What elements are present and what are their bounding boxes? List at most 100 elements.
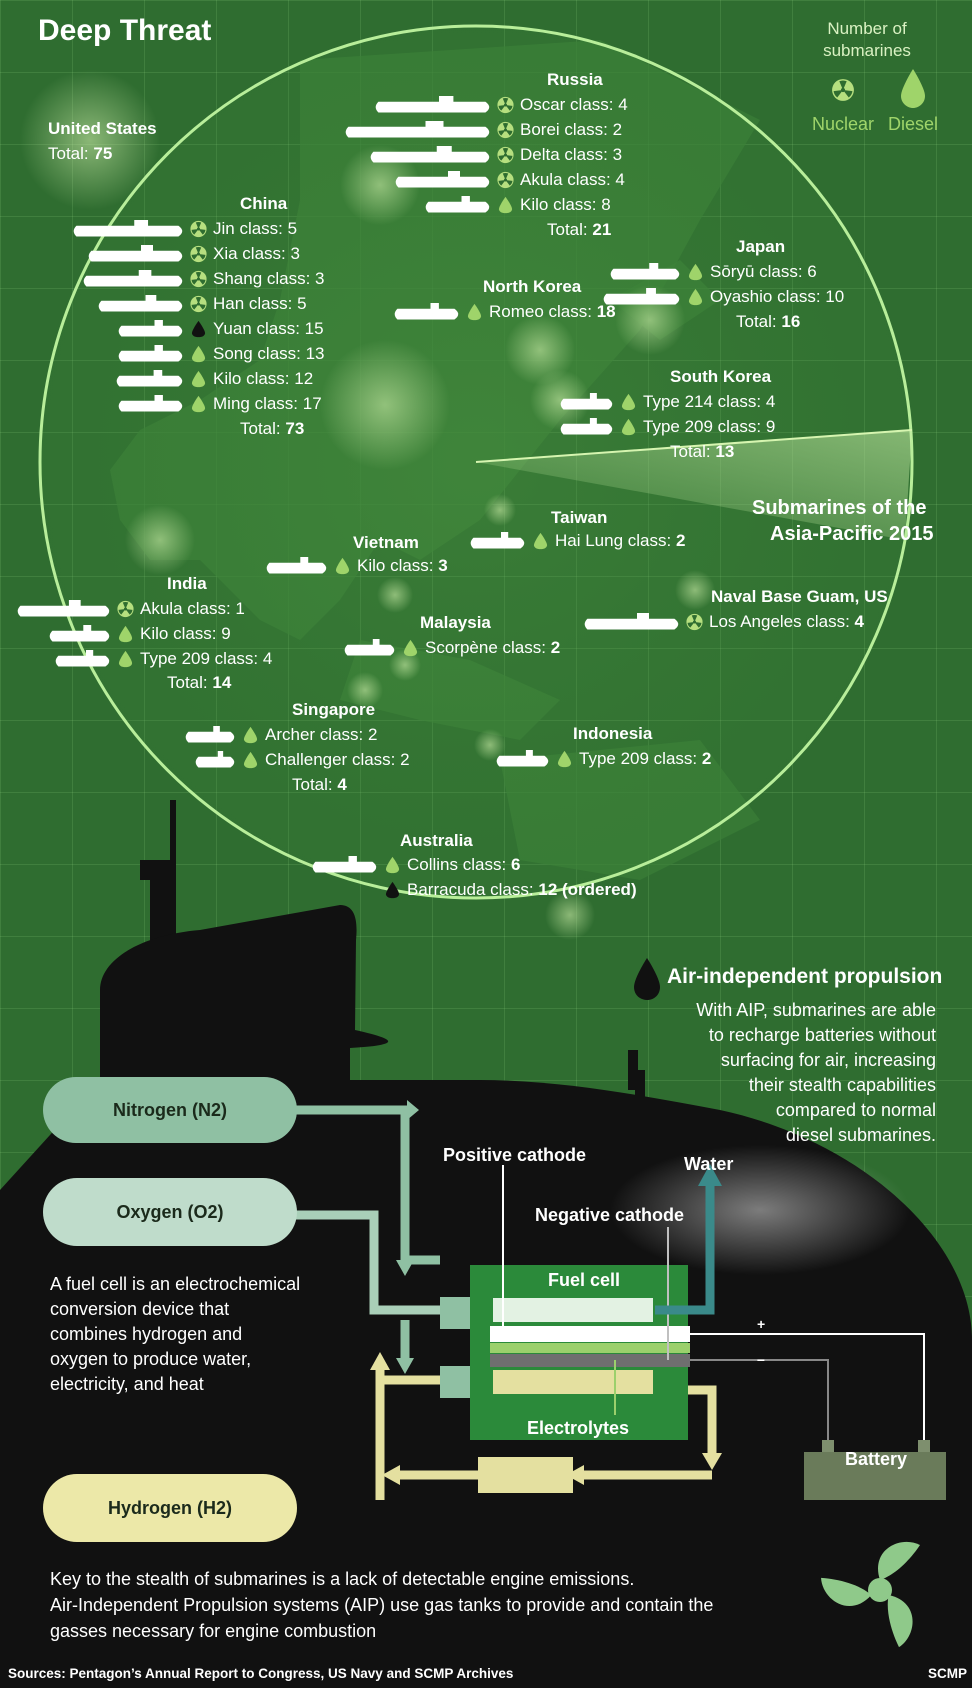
- oxygen-tank: Oxygen (O2): [43, 1178, 297, 1246]
- nuclear-icon: [117, 600, 134, 617]
- russia-item: Borei class: 2: [343, 117, 622, 142]
- diesel-icon: [688, 288, 703, 305]
- submarine-icon: [560, 392, 613, 410]
- propeller-icon: [821, 1541, 920, 1648]
- australia-item-barracuda: Barracuda class: 12 (ordered): [380, 877, 637, 902]
- aip-lines-line: compared to normal: [775, 1100, 936, 1120]
- class-label: Han class: 5: [213, 293, 307, 313]
- submarine-icon: [584, 612, 679, 630]
- china-name: China: [240, 194, 288, 213]
- india-item: Kilo class: 9: [47, 621, 231, 646]
- china-item: Jin class: 5: [71, 216, 297, 241]
- aip-icon: [385, 881, 400, 898]
- vietnam-name: Vietnam: [353, 533, 419, 552]
- fuel-note-line: oxygen to produce water,: [50, 1349, 252, 1369]
- south-korea-item: Type 209 class: 9: [558, 414, 775, 439]
- submarine-icon: [73, 219, 183, 237]
- submarine-icon: [394, 302, 459, 320]
- glow-vietnam: [377, 577, 413, 613]
- diesel-icon: [191, 370, 206, 387]
- india-name: India: [167, 574, 207, 593]
- china-item: Shang class: 3: [81, 266, 325, 291]
- positive-cathode-label: Positive cathode: [443, 1145, 587, 1165]
- diesel-icon: [243, 751, 258, 768]
- submarine-icon: [116, 369, 183, 387]
- submarine-icon: [425, 195, 490, 213]
- submarine-icon: [312, 855, 377, 873]
- china-item: Han class: 5: [96, 291, 307, 316]
- indonesia-item: Type 209 class: 2: [494, 746, 711, 771]
- india-total: Total: 14: [167, 673, 232, 692]
- guam-item: Los Angeles class: 4: [582, 609, 864, 634]
- credit: SCMP: [928, 1666, 968, 1681]
- class-label: Akula class: 1: [140, 598, 245, 618]
- glow-indonesia: [474, 729, 506, 761]
- us-total: Total: 75: [48, 144, 113, 163]
- aip-heading: Air-independent propulsion: [667, 965, 943, 988]
- submarine-icon: [344, 638, 395, 656]
- japan-total: Total: 16: [736, 312, 801, 331]
- diesel-icon: [335, 557, 350, 574]
- nuclear-icon: [497, 121, 514, 138]
- north-korea-item: Romeo class: 18: [392, 299, 616, 324]
- map-title-line-1: Submarines of the: [752, 497, 927, 519]
- class-label: Delta class: 3: [520, 144, 623, 164]
- submarine-icon: [118, 344, 183, 362]
- malaysia-item: Scorpène class: 2: [342, 635, 560, 660]
- class-label: Oscar class: 4: [520, 94, 628, 114]
- class-label: Ming class: 17: [213, 393, 322, 413]
- china-total: Total: 73: [240, 419, 305, 438]
- us-name: United States: [48, 119, 157, 138]
- class-label: Jin class: 5: [213, 218, 298, 238]
- south-korea-name: South Korea: [670, 367, 772, 386]
- diesel-icon: [621, 393, 636, 410]
- class-label: Akula class: 4: [520, 169, 625, 189]
- class-label: Yuan class: 15: [213, 318, 324, 338]
- class-label: Type 214 class: 4: [643, 391, 776, 411]
- russia-item: Oscar class: 4: [373, 92, 628, 117]
- diesel-icon: [118, 650, 133, 667]
- sources: Sources: Pentagon’s Annual Report to Con…: [8, 1666, 514, 1681]
- diesel-icon: [901, 69, 925, 108]
- legend-diesel-label: Diesel: [888, 114, 939, 134]
- nitrogen-label: Nitrogen (N2): [113, 1099, 227, 1120]
- submarine-icon: [88, 244, 183, 262]
- australia-item-collins: Collins class: 6: [310, 852, 520, 877]
- submarine-icon: [375, 95, 490, 113]
- russia-item: Delta class: 3: [368, 142, 622, 167]
- indonesia-name: Indonesia: [573, 724, 653, 743]
- class-label: Xia class: 3: [213, 243, 300, 263]
- nuclear-icon: [497, 146, 514, 163]
- submarine-icon: [395, 170, 490, 188]
- nuclear-icon: [497, 96, 514, 113]
- water-label: Water: [684, 1154, 734, 1174]
- aip-lines-line: With AIP, submarines are able: [696, 1000, 936, 1020]
- india-item: Akula class: 1: [15, 596, 245, 621]
- china-item: Kilo class: 12: [114, 366, 313, 391]
- negative-cathode-label: Negative cathode: [535, 1205, 685, 1225]
- submarine-icon: [17, 599, 110, 617]
- submarine-icon: [370, 145, 490, 163]
- glow-taiwan: [484, 494, 516, 526]
- hydrogen-tank: Hydrogen (H2): [43, 1474, 297, 1542]
- minus-sign: –: [757, 1351, 765, 1367]
- taiwan-item: Hai Lung class: 2: [468, 528, 685, 553]
- diesel-icon: [533, 532, 548, 549]
- diesel-icon: [621, 418, 636, 435]
- class-label: Type 209 class: 4: [140, 648, 273, 668]
- fuel-cell-label: Fuel cell: [548, 1270, 621, 1290]
- radar-sweep-line: [475, 429, 913, 463]
- nuclear-icon: [686, 613, 703, 630]
- fuel-note-line: combines hydrogen and: [50, 1324, 243, 1344]
- russia-item: Akula class: 4: [393, 167, 625, 192]
- fuel-note-line: conversion device that: [50, 1299, 230, 1319]
- north-korea-name: North Korea: [483, 277, 582, 296]
- diesel-icon: [243, 726, 258, 743]
- fuel-note-line: A fuel cell is an electrochemical: [50, 1274, 301, 1294]
- submarine-icon: [496, 749, 549, 767]
- submarine-icon: [98, 294, 183, 312]
- glow-north-korea: [505, 315, 575, 385]
- glow-guam: [675, 570, 715, 610]
- electrolytes-label: Electrolytes: [527, 1418, 630, 1438]
